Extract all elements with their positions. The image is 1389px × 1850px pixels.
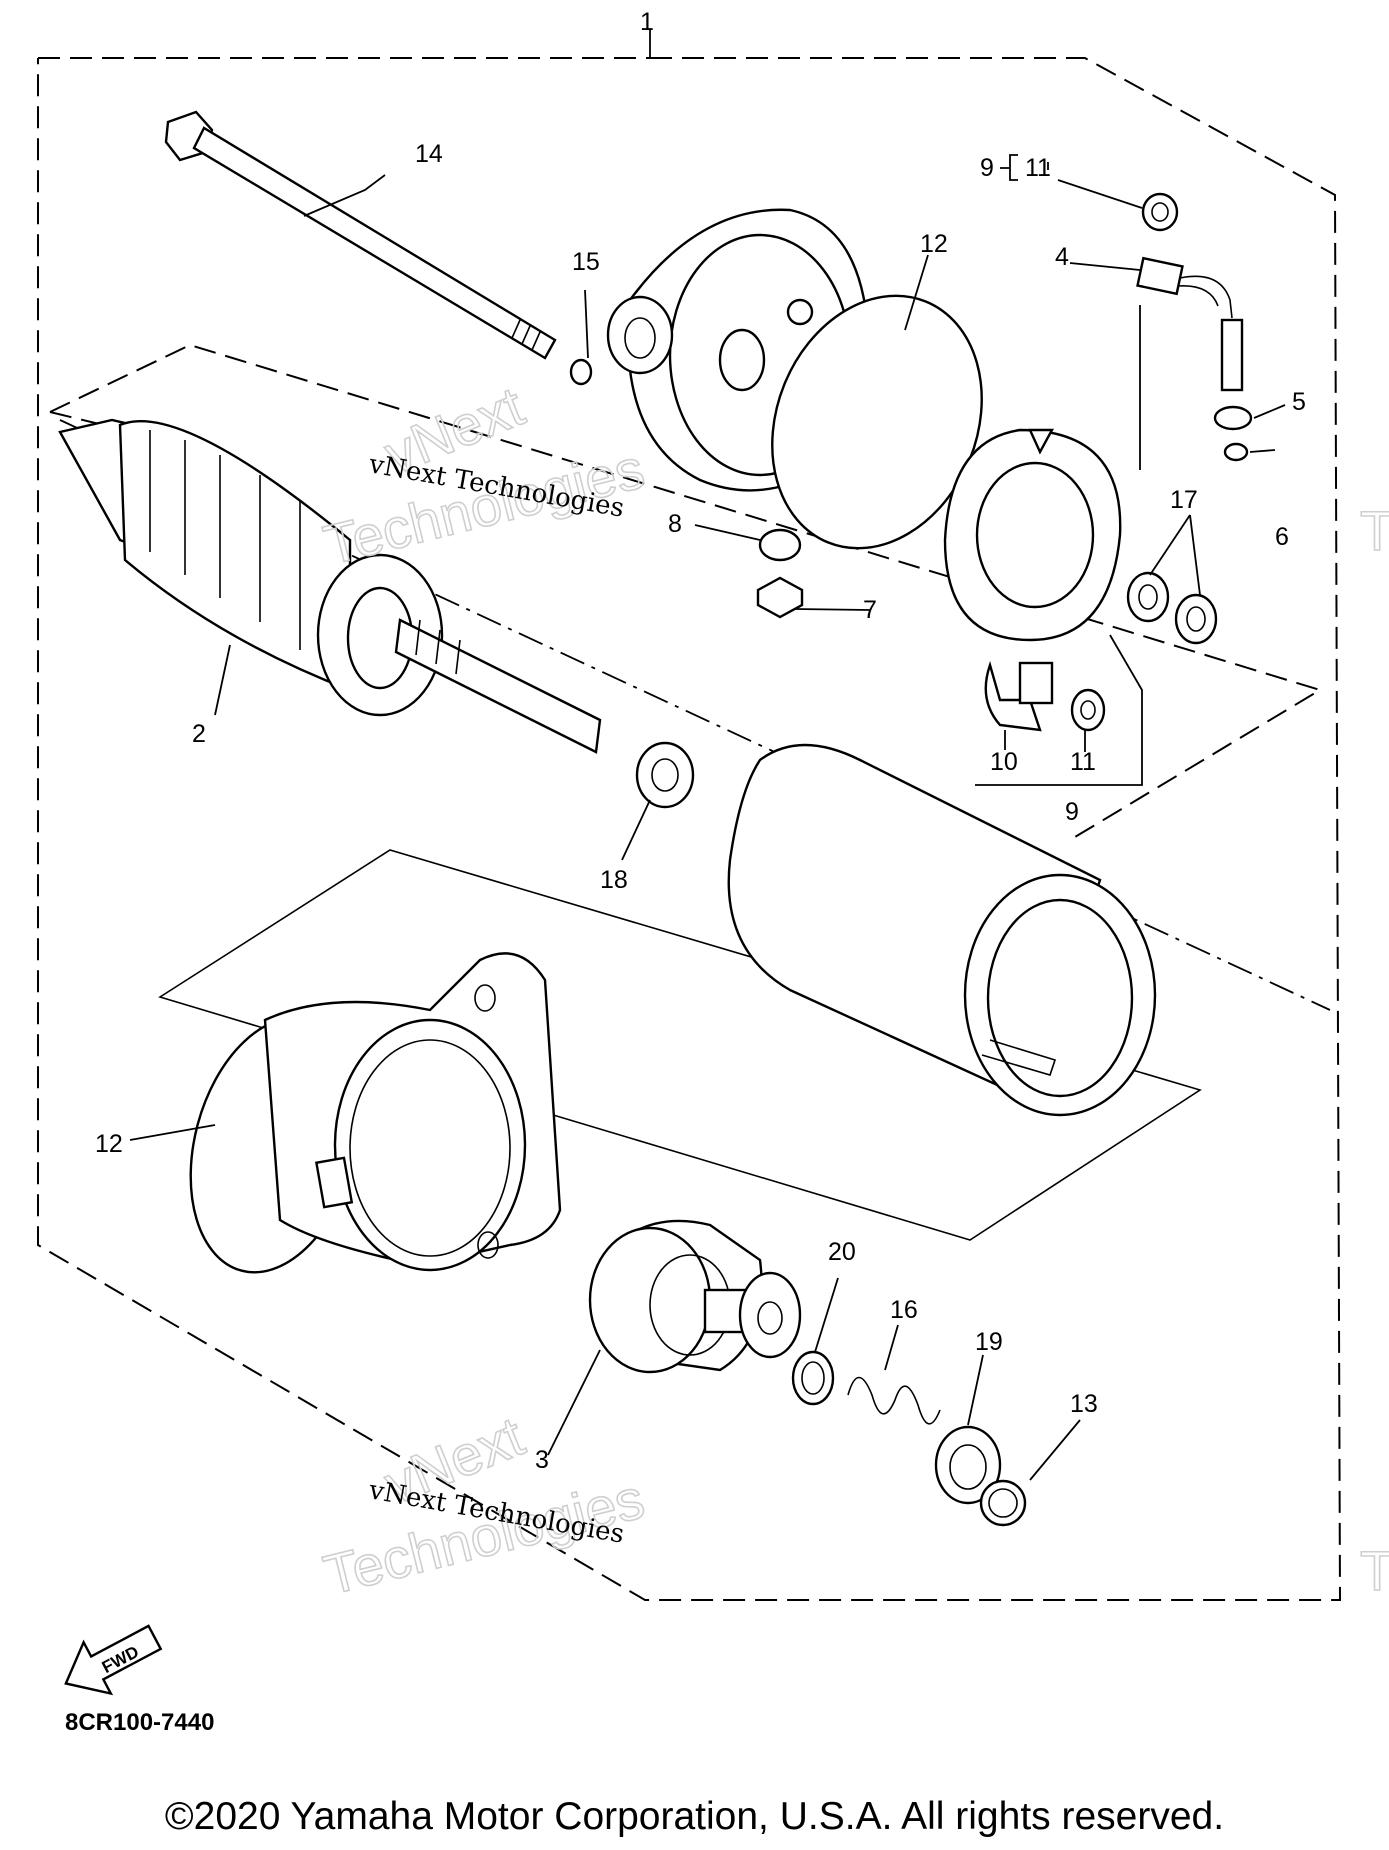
- watermark-edge-top: T: [1360, 499, 1389, 562]
- through-bolt: [164, 110, 557, 360]
- callout-9-top: 9: [980, 154, 994, 182]
- starter-clutch: [588, 1219, 802, 1374]
- callout-3: 3: [535, 1446, 549, 1474]
- rear-housing: [189, 952, 562, 1274]
- callout-8: 8: [668, 510, 682, 538]
- callout-12-top: 12: [920, 230, 948, 258]
- callout-1: 1: [640, 8, 654, 36]
- watermark-top: vNext Technologies vNext Technologies T: [317, 373, 1389, 577]
- callout-13: 13: [1070, 1390, 1098, 1418]
- callout-16: 16: [890, 1296, 918, 1324]
- copyright-notice: ©2020 Yamaha Motor Corporation, U.S.A. A…: [164, 1795, 1225, 1838]
- callout-11-top: 11: [1025, 154, 1051, 182]
- small-hardware: [569, 192, 1253, 809]
- terminal-lead: [1136, 256, 1244, 470]
- callout-12-bottom: 12: [95, 1130, 123, 1158]
- callout-4: 4: [1055, 243, 1069, 271]
- callout-11-bottom: 11: [1070, 748, 1096, 776]
- fwd-arrow-icon: FWD: [64, 1624, 163, 1696]
- watermark-edge-bottom: T: [1360, 1539, 1389, 1602]
- pinion-retainers: [791, 1350, 1027, 1527]
- callout-9-bottom: 9: [1065, 798, 1079, 826]
- callout-20: 20: [828, 1238, 856, 1266]
- brush-holder: [984, 660, 1106, 732]
- housing-plane: [158, 849, 1202, 1241]
- yoke-housing: [727, 743, 1157, 1117]
- leader-lines: [129, 174, 1286, 1481]
- callout-7: 7: [863, 596, 877, 624]
- callout-18: 18: [600, 866, 628, 894]
- callout-17: 17: [1170, 486, 1198, 514]
- callout-10: 10: [990, 748, 1018, 776]
- assembly-boundary: [37, 30, 1342, 1601]
- watermark-bottom: vNext Technologies vNext Technologies T: [317, 1403, 1389, 1607]
- callout-15: 15: [572, 248, 600, 276]
- brush-plate: [943, 428, 1122, 642]
- exploded-parts-diagram: 1 2 3 4 5 6 7 8 9 9 10 11 11 12 12 13 14…: [37, 8, 1389, 1736]
- callout-2: 2: [192, 720, 206, 748]
- drawing-code: 8CR100-7440: [65, 1709, 214, 1736]
- callout-labels: 1 2 3 4 5 6 7 8 9 9 10 11 11 12 12 13 14…: [95, 8, 1306, 1474]
- callout-14: 14: [415, 140, 443, 168]
- callout-19: 19: [975, 1328, 1003, 1356]
- callout-5: 5: [1292, 388, 1306, 416]
- callout-6: 6: [1275, 523, 1289, 551]
- armature: [58, 418, 602, 754]
